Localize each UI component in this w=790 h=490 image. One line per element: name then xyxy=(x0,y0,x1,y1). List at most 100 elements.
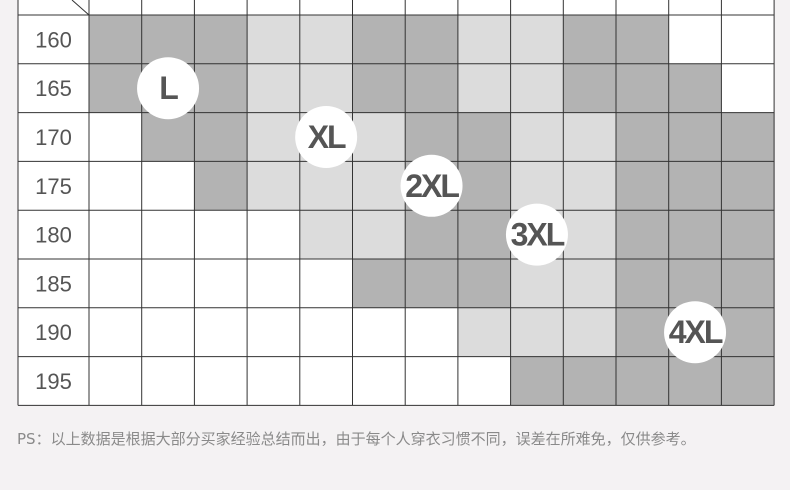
size-cell xyxy=(510,356,564,406)
size-cell xyxy=(352,15,406,64)
size-cell xyxy=(299,356,353,406)
size-cell xyxy=(616,210,669,259)
size-cell xyxy=(299,161,353,211)
height-label-cell xyxy=(18,112,89,162)
size-cell xyxy=(194,307,248,357)
size-cell xyxy=(616,259,669,308)
size-cell xyxy=(721,63,775,113)
size-cell xyxy=(194,259,248,308)
size-cell xyxy=(457,307,511,357)
size-cell xyxy=(405,63,458,113)
height-label: 185 xyxy=(35,271,72,296)
size-cell xyxy=(616,161,669,211)
size-cell xyxy=(563,307,616,357)
size-cell xyxy=(510,63,564,113)
size-cell xyxy=(141,15,195,64)
size-cell xyxy=(668,15,722,64)
size-cell xyxy=(194,63,248,113)
size-cell xyxy=(457,259,511,308)
size-cell xyxy=(299,307,353,357)
size-cell xyxy=(405,15,458,64)
size-cell xyxy=(247,259,300,308)
size-cell xyxy=(563,210,616,259)
size-cell xyxy=(89,112,142,162)
header-diagonal xyxy=(71,0,90,16)
size-cell xyxy=(510,259,564,308)
size-cell xyxy=(510,112,564,162)
size-cell xyxy=(563,15,616,64)
size-cell xyxy=(352,63,406,113)
size-cell xyxy=(721,210,775,259)
size-cell xyxy=(89,307,142,357)
size-cell xyxy=(668,259,722,308)
size-cell xyxy=(299,15,353,64)
size-cell xyxy=(89,259,142,308)
height-label: 160 xyxy=(35,27,72,52)
size-marker-label: XL xyxy=(308,119,346,155)
size-marker-label: 2XL xyxy=(405,168,459,204)
size-cell xyxy=(247,307,300,357)
size-cell xyxy=(299,63,353,113)
size-cell xyxy=(141,356,195,406)
size-cell xyxy=(405,112,458,162)
size-cell xyxy=(141,307,195,357)
size-marker-circle xyxy=(137,57,200,120)
size-cell xyxy=(89,161,142,211)
size-cell xyxy=(510,161,564,211)
size-cell xyxy=(510,15,564,64)
size-cell xyxy=(405,259,458,308)
size-marker-label: 3XL xyxy=(511,217,565,253)
height-label-cell xyxy=(18,210,89,259)
height-label: 190 xyxy=(35,320,72,345)
size-cell xyxy=(299,259,353,308)
size-cell xyxy=(247,112,300,162)
size-cell xyxy=(194,161,248,211)
size-cell xyxy=(299,210,353,259)
height-label: 180 xyxy=(35,223,72,248)
size-cell xyxy=(563,161,616,211)
height-label-cell xyxy=(18,259,89,308)
size-cell xyxy=(563,63,616,113)
size-cell xyxy=(563,259,616,308)
size-cell xyxy=(141,259,195,308)
size-cell xyxy=(616,63,669,113)
size-cell xyxy=(194,356,248,406)
size-cell xyxy=(141,210,195,259)
size-cell xyxy=(721,112,775,162)
height-label: 165 xyxy=(35,76,72,101)
size-cell xyxy=(721,259,775,308)
size-cell xyxy=(668,161,722,211)
size-cell xyxy=(194,112,248,162)
size-cell xyxy=(352,259,406,308)
size-cell xyxy=(352,210,406,259)
size-cell xyxy=(616,356,669,406)
size-cell xyxy=(668,112,722,162)
size-cell xyxy=(563,356,616,406)
size-cell xyxy=(352,112,406,162)
size-cell xyxy=(721,356,775,406)
height-label: 175 xyxy=(35,174,72,199)
size-cell xyxy=(194,210,248,259)
size-cell xyxy=(247,15,300,64)
size-cell xyxy=(89,210,142,259)
size-cell xyxy=(457,210,511,259)
size-cell xyxy=(616,15,669,64)
size-marker-label: L xyxy=(159,70,178,106)
size-cell xyxy=(247,356,300,406)
size-cell xyxy=(668,210,722,259)
size-cell xyxy=(352,307,406,357)
size-cell xyxy=(141,112,195,162)
size-cell xyxy=(457,112,511,162)
size-cell xyxy=(616,307,669,357)
size-cell xyxy=(668,356,722,406)
size-cell xyxy=(89,63,142,113)
size-cell xyxy=(352,356,406,406)
size-cell xyxy=(457,15,511,64)
size-marker-circle xyxy=(295,106,358,168)
height-label-cell xyxy=(18,15,89,64)
size-cell xyxy=(405,307,458,357)
size-cell xyxy=(721,161,775,211)
size-cell xyxy=(457,161,511,211)
size-marker-circle xyxy=(664,301,727,364)
